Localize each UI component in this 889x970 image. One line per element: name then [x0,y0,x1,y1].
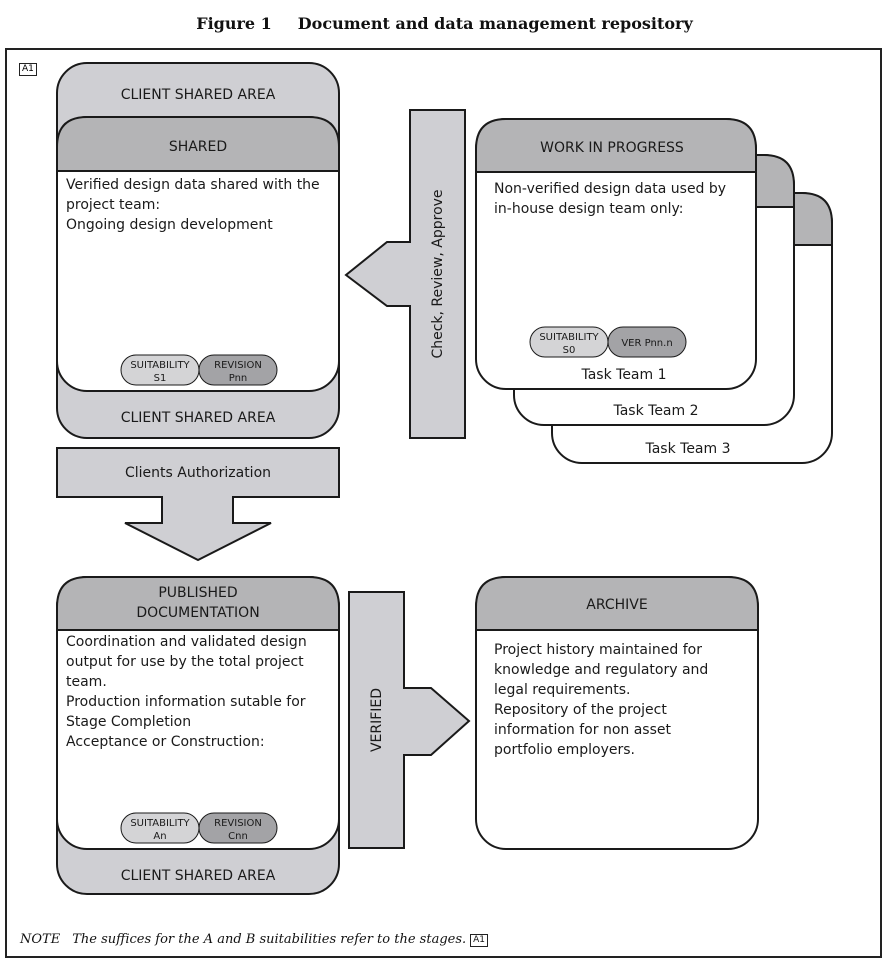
verified-arrow: VERIFIED [348,591,471,849]
down-arrow-shape [56,447,340,562]
wip-line-2: in-house design team only: [494,201,683,217]
figure-title: Figure 1 Document and data management rep… [0,14,889,33]
published-suitability-label: SUITABILITY [130,818,190,829]
wip-header-bar [475,118,757,173]
figure-note: NOTE The suffices for the A and B suitabi… [20,932,489,947]
shared-line-3: Ongoing design development [66,217,273,233]
wip-header: WORK IN PROGRESS [540,140,684,156]
shared-outer-top-label: CLIENT SHARED AREA [121,87,276,103]
archive-header: ARCHIVE [586,597,647,613]
wip-ver-label: VER Pnn.n [621,338,672,349]
published-revision-badge [198,812,278,844]
published-outer-bottom-label: CLIENT SHARED AREA [121,868,276,884]
shared-revision-value: Pnn [229,373,248,384]
verified-label: VERIFIED [369,688,385,752]
task-team-3-label: Task Team 3 [644,441,730,457]
amendment-marker-bottom: A1 [470,934,489,947]
task-team-2-label: Task Team 2 [612,403,698,419]
shared-suitability-label: SUITABILITY [130,360,190,371]
archive-group: ARCHIVE Project history maintained for k… [475,576,759,850]
published-revision-label: REVISION [214,818,262,829]
published-line-1: Coordination and validated design [66,634,307,650]
clients-authorization-arrow: Clients Authorization [56,447,340,562]
published-documentation-group: CLIENT SHARED AREA PUBLISHED DOCUMENTATI… [56,576,340,895]
wip-line-1: Non-verified design data used by [494,181,726,197]
shared-header-bar [56,116,340,172]
wip-ver-badge [607,326,687,358]
shared-suitability-value: S1 [154,373,167,384]
check-review-approve-arrow: Check, Review, Approve [344,109,466,439]
archive-line-6: portfolio employers. [494,742,635,758]
right-arrow-shape [348,591,471,849]
work-in-progress-group: Task Team 3 Task Team 2 WORK IN PROGRESS… [475,118,833,464]
archive-line-5: information for non asset [494,722,671,738]
archive-line-3: legal requirements. [494,682,630,698]
shared-area-group: CLIENT SHARED AREA CLIENT SHARED AREA SH… [56,62,340,439]
shared-line-1: Verified design data shared with the [66,177,320,193]
published-line-6: Acceptance or Construction: [66,734,265,750]
note-text: The suffices for the A and B suitabiliti… [72,932,467,947]
archive-line-1: Project history maintained for [494,642,702,658]
published-header-bar [56,576,340,631]
task-team-1-label: Task Team 1 [580,367,666,383]
figure-number: Figure 1 [196,14,272,33]
published-header-line-1: PUBLISHED [158,585,237,601]
archive-line-4: Repository of the project [494,702,667,718]
wip-suitability-value: S0 [563,345,576,356]
figure-frame [5,48,882,958]
shared-outer-bottom-label: CLIENT SHARED AREA [121,410,276,426]
archive-header-bar [475,576,759,631]
shared-line-2: project team: [66,197,160,213]
published-line-4: Production information sutable for [66,694,306,710]
note-keyword: NOTE [20,932,61,947]
figure-caption: Document and data management repository [297,14,693,33]
published-revision-value: Cnn [228,831,248,842]
amendment-marker-top: A1 [19,63,37,76]
published-header-line-2: DOCUMENTATION [136,605,259,621]
wip-suitability-label: SUITABILITY [539,332,599,343]
published-line-3: team. [66,674,107,690]
published-line-5: Stage Completion [66,714,191,730]
published-line-2: output for use by the total project [66,654,304,670]
check-review-approve-label: Check, Review, Approve [430,189,446,358]
left-arrow-shape [344,109,466,439]
shared-revision-badge [198,354,278,386]
published-suitability-value: An [153,831,166,842]
shared-header: SHARED [169,139,227,155]
clients-authorization-label: Clients Authorization [125,465,271,481]
shared-revision-label: REVISION [214,360,262,371]
archive-line-2: knowledge and regulatory and [494,662,708,678]
